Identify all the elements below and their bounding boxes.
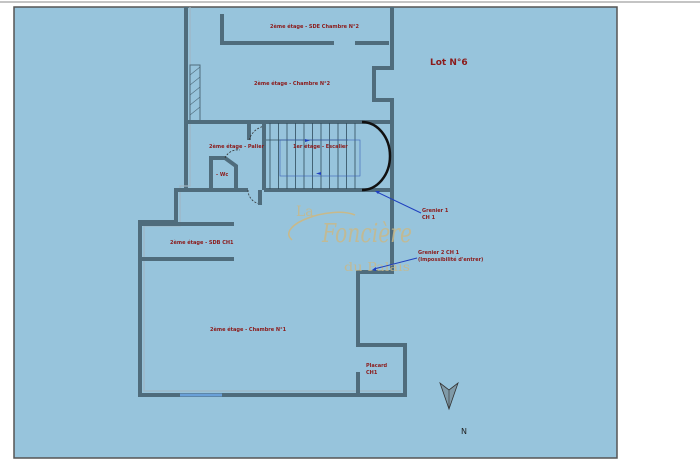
- label-placard: Placard: [366, 363, 388, 369]
- walls: [138, 7, 407, 397]
- north-arrow-icon: [439, 381, 459, 411]
- annotation-grenier2: Grenier 2 CH 1: [418, 250, 460, 256]
- stair-arrow-icon: [316, 172, 321, 175]
- plan-background: [13, 6, 618, 459]
- lot-label: Lot N°6: [430, 58, 468, 68]
- label-wc: - Wc: [216, 172, 228, 178]
- annotation-grenier1-ch: CH 1: [422, 215, 436, 221]
- label-chambre1: 2ème étage - Chambre N°1: [210, 326, 287, 333]
- hatched-column: [189, 64, 201, 122]
- room-labels: 2ème étage - SDE Chambre N°2 2ème étage …: [170, 23, 468, 376]
- label-chambre2: 2ème étage - Chambre N°2: [254, 80, 331, 87]
- label-sdb-ch1: 2ème étage - SDB CH1: [170, 239, 234, 246]
- north-label: N: [461, 427, 467, 436]
- svg-text:Foncière: Foncière: [321, 219, 412, 249]
- annotation-grenier2-note: (Impossibilité d'entrer): [418, 256, 483, 263]
- label-escalier: 1er étage - Escalier: [293, 143, 348, 150]
- svg-text:La: La: [296, 204, 314, 220]
- label-palier: 2ème étage - Palier: [209, 143, 265, 150]
- stair-arrow-icon: [305, 139, 310, 142]
- annotations: Grenier 1 CH 1 Grenier 2 CH 1 (Impossibi…: [372, 191, 483, 271]
- staircase: [266, 120, 392, 192]
- label-sde-chambre2: 2ème étage - SDE Chambre N°2: [270, 23, 359, 30]
- annotation-grenier1: Grenier 1: [422, 208, 449, 214]
- stair-curve: [361, 120, 392, 192]
- label-placard-ch1: CH1: [366, 370, 378, 376]
